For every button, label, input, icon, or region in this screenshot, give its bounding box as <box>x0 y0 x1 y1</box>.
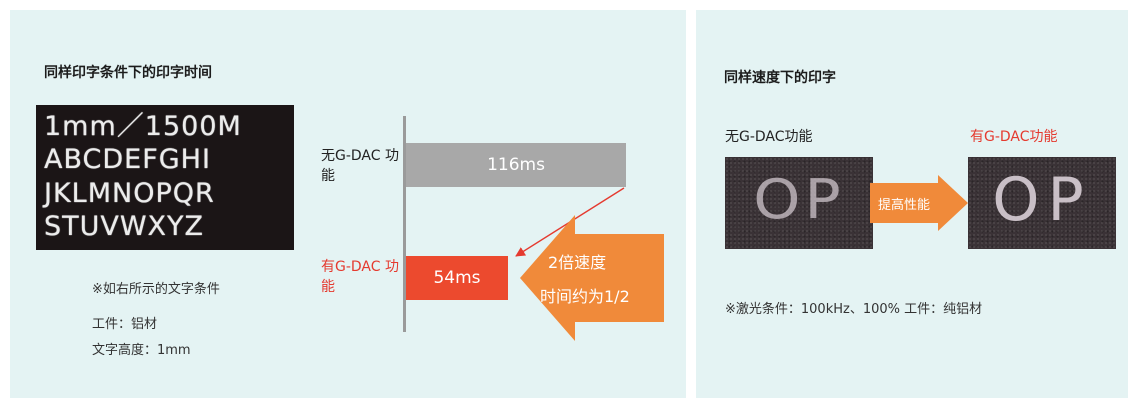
sample-line-2: ABCDEFGHI <box>44 144 211 175</box>
bar-value-label-1: 54ms <box>433 268 481 288</box>
sample-chars-with: OP <box>992 165 1092 235</box>
char-height-note: 文字高度：1mm <box>92 343 191 358</box>
material-note: 工件：铝材 <box>92 317 158 332</box>
speed-callout-arrow <box>520 215 664 341</box>
sample-with-gdac: OP <box>968 157 1116 249</box>
callout-line-2: 时间约为1/2 <box>540 287 630 306</box>
improve-arrow-label: 提高性能 <box>878 198 931 213</box>
without-gdac-label: 无G-DAC功能 <box>725 129 813 145</box>
with-gdac-label: 有G-DAC功能 <box>970 129 1058 145</box>
sample-line-3: JKLMNOPQR <box>44 178 215 209</box>
condition-note: ※如右所示的文字条件 <box>92 282 220 297</box>
bar-without-gdac: 116ms <box>406 143 626 187</box>
sample-chars-without: OP <box>753 168 845 232</box>
category-label-1: 有G-DAC 功能 <box>321 259 399 295</box>
sample-line-1: 1mm／1500M <box>44 111 242 142</box>
category-label-0: 无G-DAC 功能 <box>321 148 399 184</box>
print-sample-image: 1mm／1500M ABCDEFGHI JKLMNOPQR STUVWXYZ <box>36 105 294 250</box>
improve-arrow-shape <box>870 175 968 231</box>
sample-line-4: STUVWXYZ <box>44 211 205 242</box>
laser-condition-note: ※激光条件：100kHz、100% 工件：纯铝材 <box>725 302 983 317</box>
callout-line-1: 2倍速度 <box>548 253 607 272</box>
right-panel-title: 同样速度下的印字 <box>724 70 836 86</box>
chart-axis <box>403 116 406 332</box>
bar-with-gdac: 54ms <box>406 256 508 300</box>
improve-arrow <box>870 175 968 231</box>
left-panel-title: 同样印字条件下的印字时间 <box>44 65 212 81</box>
chart-annotations <box>515 187 664 341</box>
sample-without-gdac: OP <box>725 157 873 249</box>
bar-value-label-0: 116ms <box>487 155 545 175</box>
